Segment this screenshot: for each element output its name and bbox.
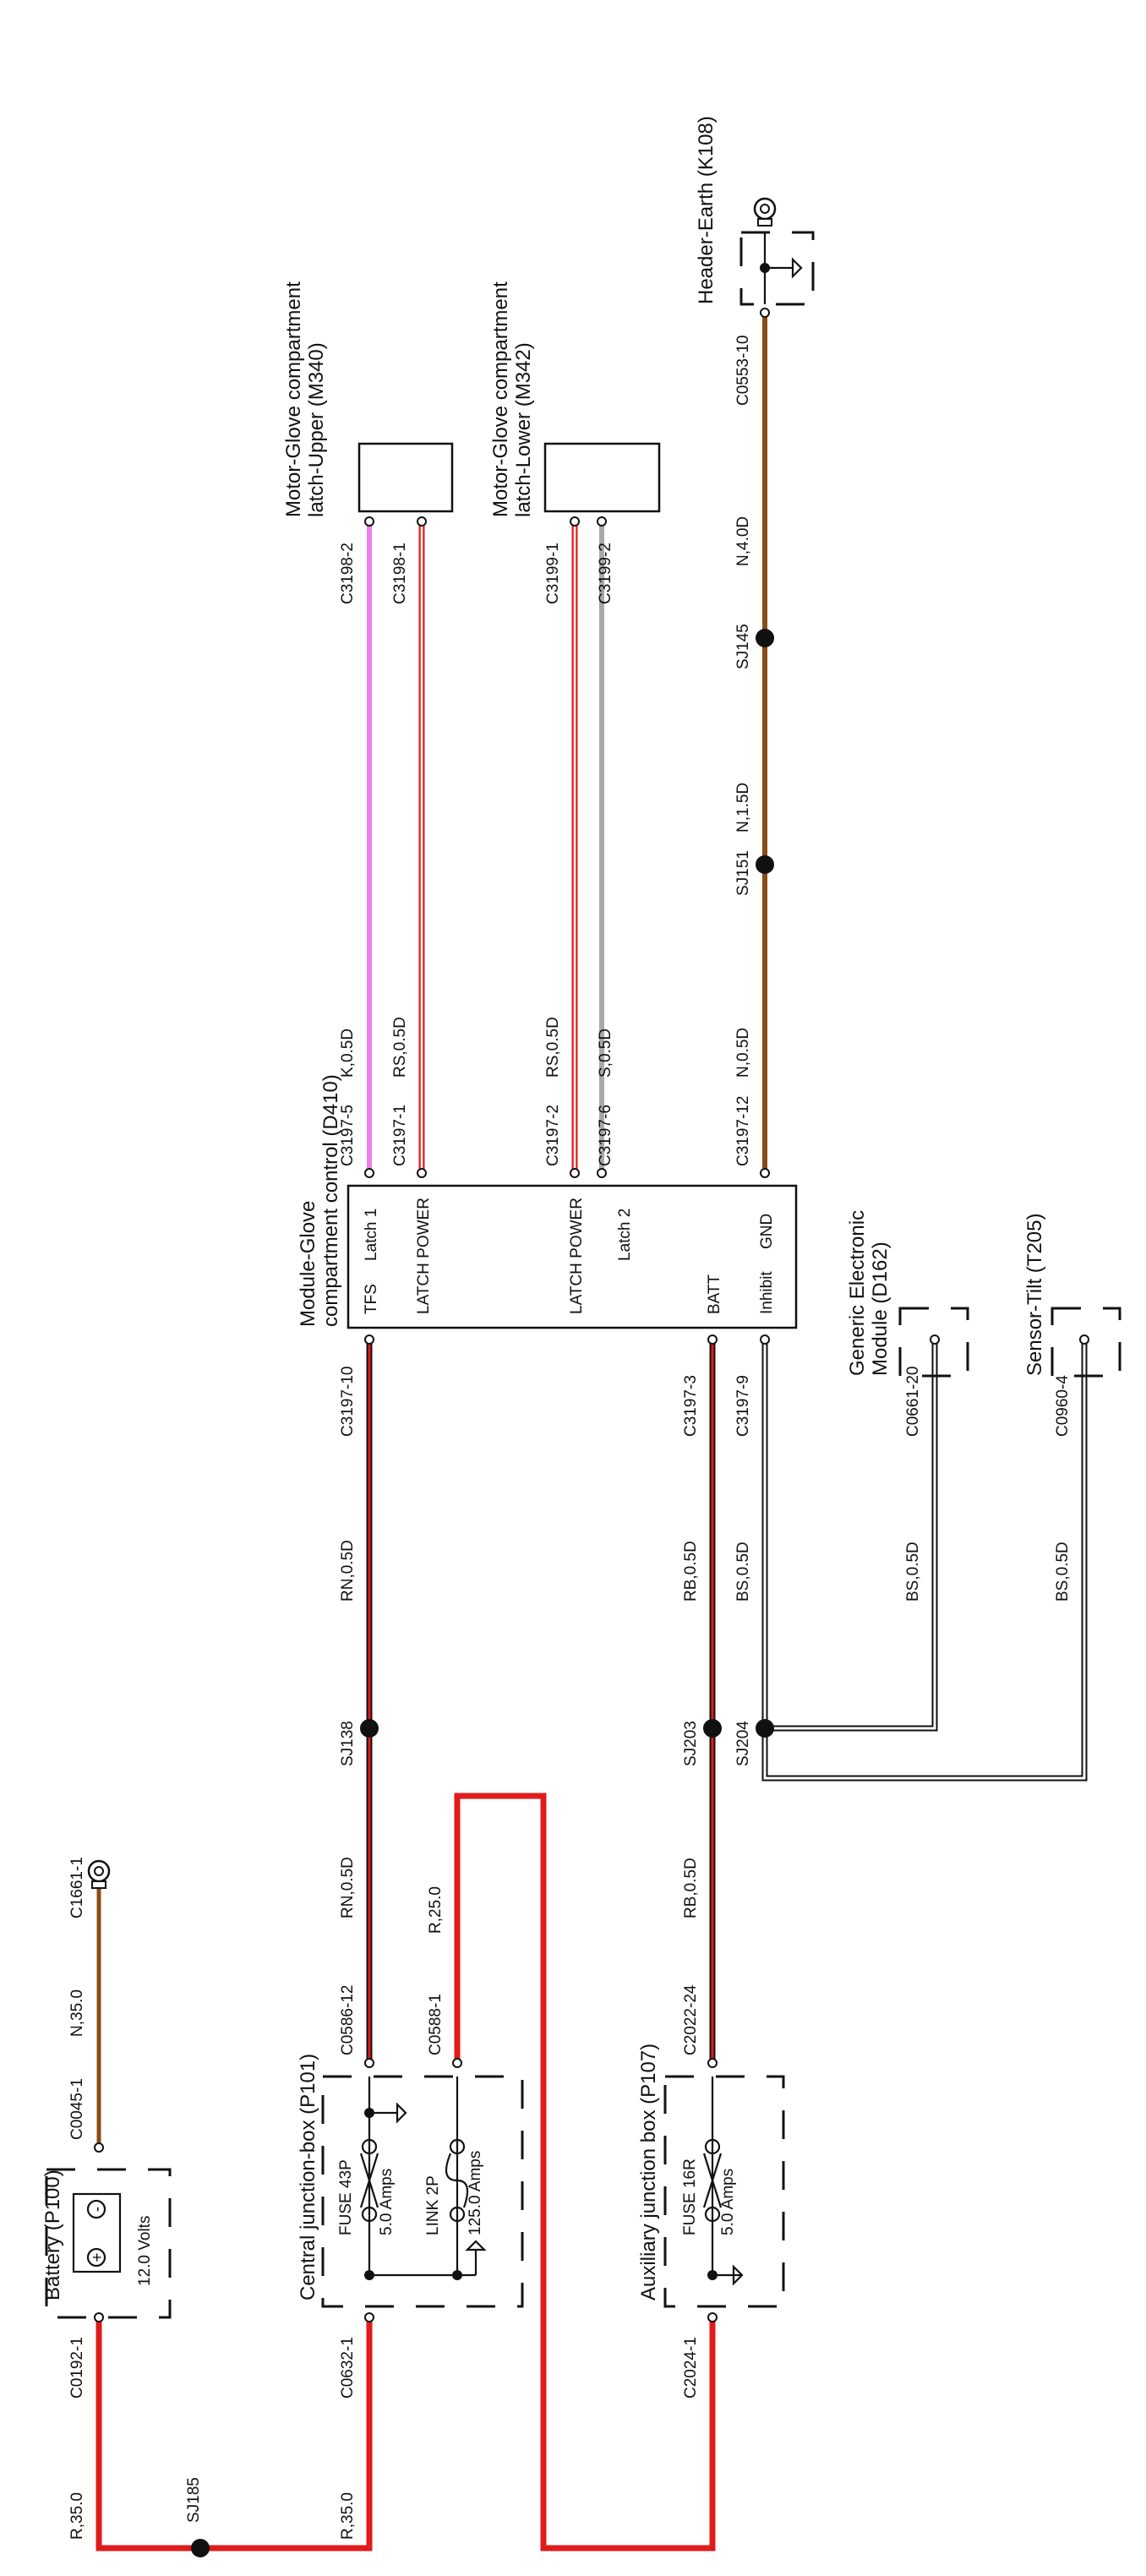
connector-c3197-1: C3197-1 (391, 1105, 409, 1166)
module-title: Module-Glove compartment control (D410) (297, 1074, 342, 1327)
splice-sj151[interactable] (756, 855, 774, 874)
wire-label-rs05-upper: RS,0.5D (391, 1017, 409, 1078)
pin-batt: BATT (706, 1274, 723, 1314)
wire-label-r35-battery: R,35.0 (68, 2492, 86, 2540)
splice-sj203[interactable] (703, 1719, 722, 1738)
splice-label-sj204: SJ204 (734, 1721, 752, 1766)
connector-c3199-1: C3199-1 (544, 543, 562, 604)
splice-label-sj138: SJ138 (339, 1721, 357, 1766)
sensor-tilt-box (1050, 1307, 1121, 1378)
wire-label-s05: S,0.5D (597, 1029, 614, 1078)
wire-label-bs05-gem: BS,0.5D (904, 1542, 922, 1602)
splice-label-sj203: SJ203 (682, 1721, 700, 1766)
connector-c3197-6: C3197-6 (597, 1105, 614, 1166)
connector-c3197-10: C3197-10 (339, 1367, 357, 1437)
pin-latch-power-lower: LATCH POWER (568, 1198, 586, 1314)
pin-latch-1: Latch 1 (363, 1209, 380, 1261)
splice-sj185[interactable] (191, 2539, 210, 2557)
battery-rating: 12.0 Volts (136, 2216, 154, 2286)
battery-title: Battery (P100) (41, 2169, 64, 2300)
ground-terminal-icon (87, 1859, 111, 1889)
generic-electronic-module-box (898, 1307, 969, 1378)
wire-link-2p-output[interactable] (454, 1793, 547, 2317)
header-earth-title: Header-Earth (K108) (695, 116, 718, 304)
fuse-43p-rating: 5.0 Amps (378, 2169, 396, 2235)
wire-label-n35: N,35.0 (68, 1989, 86, 2037)
wire-label-bs05-inhibit: BS,0.5D (734, 1542, 752, 1602)
connector-c3197-12: C3197-12 (734, 1096, 752, 1166)
wire-label-n40: N,4.0D (734, 516, 752, 566)
wire-label-r35-central: R,35.0 (339, 2492, 357, 2540)
fuse-16r-name: FUSE 16R (681, 2158, 699, 2235)
splice-sj138[interactable] (360, 1719, 379, 1738)
wire-label-k05: K,0.5D (339, 1029, 357, 1078)
battery-minus-sign: - (89, 2207, 106, 2212)
connector-c1661-1: C1661-1 (68, 1857, 86, 1918)
connector-c0588-1: C0588-1 (427, 1994, 445, 2055)
module-glove-compartment-control (347, 1184, 798, 1329)
wire-label-rn05-upper: RN,0.5D (339, 1540, 357, 1602)
splice-label-sj151: SJ151 (734, 850, 752, 896)
link-2p-icon (445, 2138, 469, 2223)
wire-battery-feed[interactable] (96, 2317, 373, 2551)
wire-label-n15: N,1.5D (734, 783, 752, 832)
wire-label-rn05-lower: RN,0.5D (339, 1857, 357, 1918)
wire-label-rb05-upper: RB,0.5D (682, 1541, 700, 1602)
connector-c2024-1: C2024-1 (682, 2337, 700, 2399)
link-2p-rating: 125.0 Amps (467, 2151, 484, 2235)
wire-label-bs05-sensor: BS,0.5D (1054, 1542, 1072, 1602)
wire-label-rs05-lower: RS,0.5D (544, 1017, 562, 1078)
connector-c3198-2: C3198-2 (339, 543, 357, 604)
motor-lower-title: Motor-Glove compartment latch-Lower (M34… (489, 276, 535, 517)
wire-label-r25: R,25.0 (427, 1886, 445, 1934)
wire-central-to-aux-feed[interactable] (540, 2317, 716, 2551)
fuse-43p-icon (359, 2138, 379, 2223)
pin-tfs: TFS (363, 1284, 380, 1314)
connector-c3197-9: C3197-9 (734, 1375, 752, 1437)
splice-label-sj145: SJ145 (734, 624, 752, 669)
wire-inhibit-network[interactable] (761, 1340, 1088, 1782)
auxiliary-junction-box-title: Auxiliary junction box (P107) (637, 2044, 660, 2300)
battery-component: - + (45, 2168, 172, 2319)
wire-label-n05: N,0.5D (734, 1028, 752, 1078)
link-2p-name: LINK 2P (424, 2175, 442, 2235)
pin-latch-power-upper: LATCH POWER (415, 1198, 433, 1314)
motor-upper-box (357, 442, 454, 513)
connector-c3197-3: C3197-3 (682, 1375, 700, 1437)
connector-terminals (94, 308, 1089, 2322)
splice-sj145[interactable] (756, 629, 774, 647)
central-junction-box (321, 2075, 524, 2308)
connector-c0045-1: C0045-1 (68, 2078, 86, 2140)
header-earth-component (739, 231, 815, 306)
pin-latch-2: Latch 2 (616, 1209, 634, 1261)
connector-c3197-5: C3197-5 (339, 1105, 357, 1166)
motor-lower-box (543, 442, 661, 513)
connector-c0960-4: C0960-4 (1054, 1375, 1072, 1437)
pin-gnd: GND (758, 1214, 776, 1249)
connector-c3199-2: C3199-2 (597, 543, 614, 604)
gem-title: Generic Electronic Module (D162) (846, 1204, 892, 1376)
fuse-16r-icon (702, 2138, 723, 2223)
sensor-tilt-title: Sensor-Tilt (T205) (1023, 1214, 1046, 1377)
central-junction-box-title: Central junction-box (P101) (297, 2054, 319, 2300)
connector-c3197-2: C3197-2 (544, 1105, 562, 1166)
splice-sj204[interactable] (756, 1719, 774, 1738)
battery-plus-sign: + (89, 2252, 106, 2262)
connector-c3198-1: C3198-1 (391, 543, 409, 604)
connector-c0632-1: C0632-1 (339, 2337, 357, 2399)
connector-c2022-24: C2022-24 (682, 1984, 700, 2055)
fuse-16r-rating: 5.0 Amps (719, 2169, 737, 2235)
wire-label-rb05-lower: RB,0.5D (682, 1858, 700, 1918)
splice-label-sj185: SJ185 (185, 2477, 203, 2523)
fuse-43p-name: FUSE 43P (337, 2159, 355, 2235)
connector-c0192-1: C0192-1 (68, 2337, 86, 2399)
header-earth-ground-icon (753, 197, 777, 226)
connector-c0553-10: C0553-10 (734, 336, 752, 406)
connector-c0586-12: C0586-12 (339, 1985, 357, 2055)
pin-inhibit: Inhibit (758, 1271, 776, 1314)
motor-upper-title: Motor-Glove compartment latch-Upper (M34… (282, 276, 328, 517)
connector-c0661-20: C0661-20 (904, 1367, 922, 1437)
auxiliary-junction-box (663, 2075, 785, 2308)
